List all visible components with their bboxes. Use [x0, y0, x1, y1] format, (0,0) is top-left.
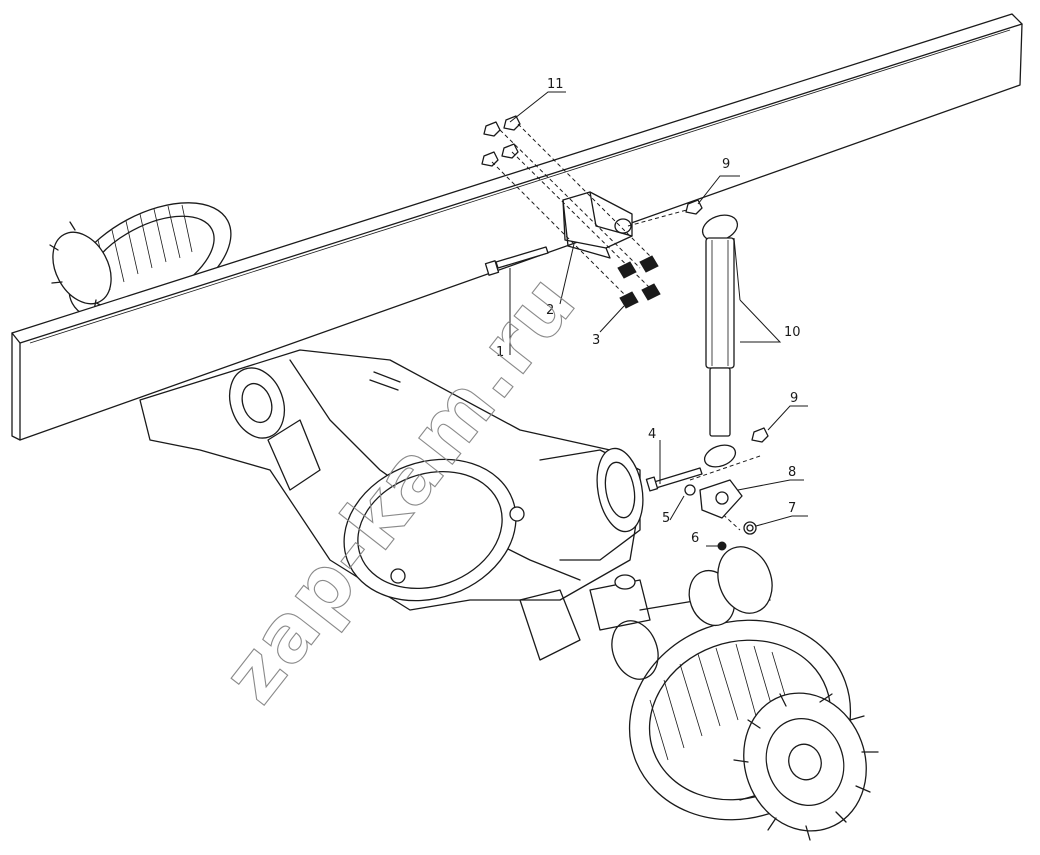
callout-9-upper: 9 — [722, 157, 730, 172]
bracket-mounting-bolts — [617, 255, 661, 309]
shock-absorber-bracket — [562, 191, 633, 259]
frame-rail — [11, 13, 1023, 441]
callout-1: 1 — [496, 345, 504, 360]
callout-9-lower: 9 — [790, 391, 798, 406]
callout-10: 10 — [784, 325, 801, 340]
shock-absorber — [701, 214, 739, 468]
callout-labels: 1 2 3 4 5 6 7 8 9 9 10 11 — [496, 77, 801, 546]
callout-2: 2 — [546, 303, 554, 318]
callout-11: 11 — [547, 77, 564, 92]
callout-6: 6 — [691, 531, 699, 546]
callout-7: 7 — [788, 501, 796, 516]
rear-brake-drum-right — [611, 546, 879, 841]
flange-nuts — [481, 115, 521, 167]
axle-housing — [139, 349, 771, 661]
leader-lines — [509, 91, 808, 547]
callout-3: 3 — [592, 333, 600, 348]
callout-4: 4 — [648, 427, 656, 442]
callout-5: 5 — [662, 511, 670, 526]
callout-8: 8 — [788, 465, 796, 480]
bracket-bolt — [484, 246, 549, 276]
